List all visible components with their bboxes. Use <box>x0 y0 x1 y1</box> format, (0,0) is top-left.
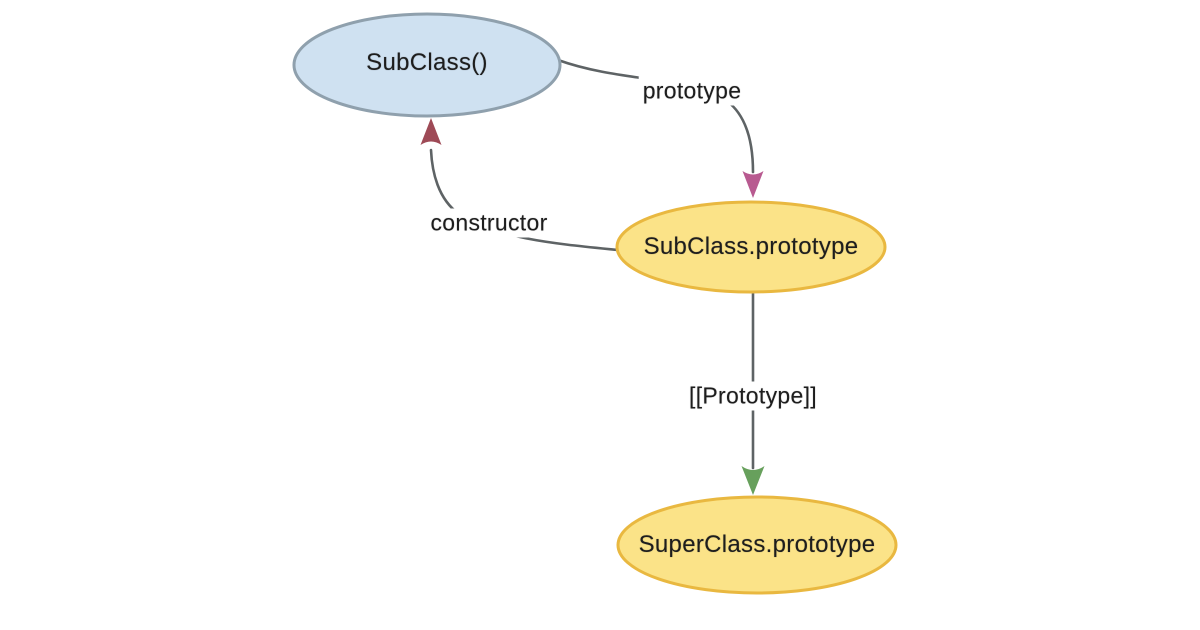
prototype-edge-arrowhead <box>742 171 764 198</box>
constructor-edge-arrowhead <box>420 118 442 145</box>
node-subclass-prototype <box>615 200 887 294</box>
node-subclass-function <box>292 12 562 118</box>
edge-label-proto-chain: [[Prototype]] <box>685 381 821 411</box>
node-label-subclass-function: SubClass() <box>366 49 488 76</box>
proto-chain-edge-arrowhead <box>741 466 765 495</box>
edge-label-prototype: prototype <box>638 76 746 106</box>
node-superclass-prototype <box>616 495 898 595</box>
edge-label-constructor: constructor <box>426 208 552 238</box>
node-label-superclass-prototype: SuperClass.prototype <box>638 531 876 558</box>
node-label-subclass-prototype: SubClass.prototype <box>643 233 859 260</box>
